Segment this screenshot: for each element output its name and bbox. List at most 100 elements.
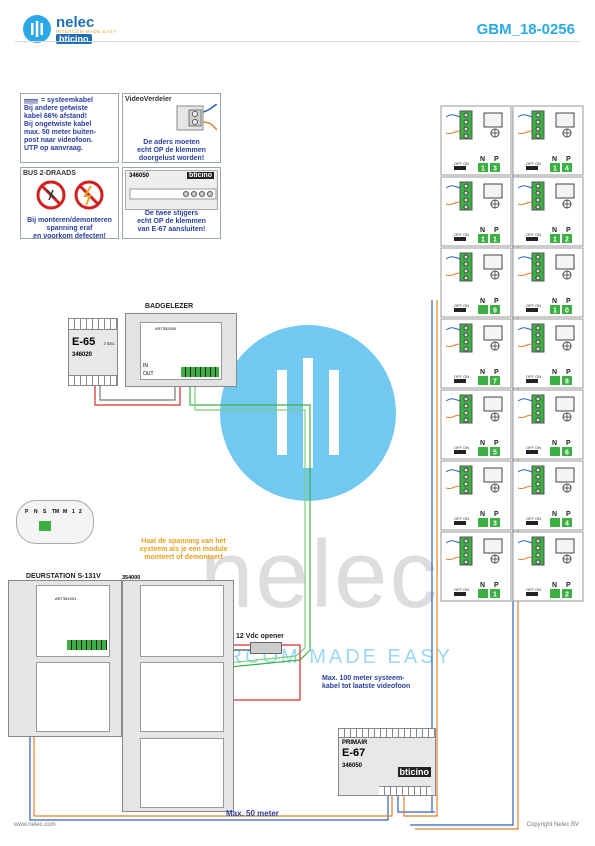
address-digit: 6 [565,450,569,457]
terminal-label: 2 [79,509,82,515]
monitor-screen-icon [555,325,575,341]
videophone-col-p: P [494,511,499,518]
videophone-col-p: P [566,511,571,518]
videophone-screw-icon [463,467,469,473]
riser-terminals-icon [129,188,217,200]
badge-reader-part: ART352000 [155,326,177,331]
videophone-col-n: N [552,369,557,376]
videophone-wire [445,398,461,402]
monitor-screen-icon [555,467,575,483]
address-digit-box [478,305,488,314]
videophone-screw-icon [535,559,541,565]
door-station-module: ART351001 [36,585,110,657]
videophone-screw-icon [463,275,469,281]
videophone-switch-label: OFF ON [526,374,541,379]
videophone-switch-label: OFF ON [454,232,469,237]
videophone-screw-icon [535,204,541,210]
videophone-screw-icon [463,332,469,338]
note-cable-line: UTP op aanvraag. [24,145,84,152]
videophone-screw-icon [463,190,469,196]
videophone-screw-icon [463,538,469,544]
monitor-screen-icon [483,538,503,554]
address-digit: 1 [553,166,557,173]
power-warning-line: Haal de spanning van het [141,538,226,545]
videophone-screw-icon [463,481,469,487]
note-bus: BUS 2-DRAADS Bij monteren/demonteren spa… [20,167,119,240]
note-distributor-line: De aders moeten [143,139,200,146]
videophone-col-n: N [552,298,557,305]
note-risers-line: van E-67 aansluiten! [137,226,206,233]
videophone-terminal-block [459,536,473,566]
brand-name: nelec [56,14,95,31]
monitor-screen-icon [555,538,575,554]
videophone-screw-icon [535,268,541,274]
videophone-switch-icon [526,450,538,454]
videophone-screw-icon [535,403,541,409]
videophone-screw-icon [463,325,469,331]
videophone-col-n: N [480,369,485,376]
note-cable-title: = systeemkabel [41,97,93,104]
videophone-switch-icon [526,237,538,241]
videophone-wire [445,343,461,348]
videophone-wire [517,201,533,206]
videophone-screw-icon [535,339,541,345]
videophone-wire [445,201,461,206]
address-digit-box [478,447,488,456]
videophone-col-n: N [480,511,485,518]
videophone-switch-icon [454,237,466,241]
videophone-wire [517,469,533,473]
address-digit: 1 [481,166,485,173]
psu-part: 346050 [342,763,363,769]
videophone-screw-icon [463,112,469,118]
brand-tagline: INTERCOM MADE EASY [56,29,117,34]
videophone-screw-icon [535,474,541,480]
document-id: GBM_18-0256 [476,21,575,38]
monitor-screen-icon [555,112,575,128]
videophone-screw-icon [535,481,541,487]
videophone-col-n: N [480,156,485,163]
terminal-label: P [25,509,29,515]
relay-bottom-terminals [69,375,117,385]
address-digit: 1 [493,592,497,599]
videophone-switch-icon [526,521,538,525]
psu-top-terminals [339,729,435,738]
videophone-screw-icon [535,119,541,125]
videophone-screw-icon [535,417,541,423]
videophone-col-n: N [552,227,557,234]
door-station-title: DEURSTATION S-131V [26,573,101,580]
door-station-module [36,662,110,732]
videophone-wire [517,114,533,118]
videophone-terminal-block [531,465,545,495]
videophone-wire [517,485,533,490]
address-digit-box [478,234,488,243]
videophone-switch-label: OFF ON [454,445,469,450]
videophone-screw-icon [463,268,469,274]
monitor-screen-icon [483,325,503,341]
door-module-part: ART351001 [55,596,77,601]
videophone-col-n: N [480,440,485,447]
videophone-screw-icon [535,488,541,494]
videophone-screw-icon [535,183,541,189]
address-digit: 1 [493,237,497,244]
note-cable-line: max. 50 meter buiten- [24,129,96,136]
badge-reader-terminal-block [181,367,219,377]
videophone-col-n: N [480,298,485,305]
address-digit-box [490,163,500,172]
note-bus-line: Bij monteren/demonteren [27,217,112,224]
address-digit: 1 [481,237,485,244]
videophone-wire [517,343,533,348]
relay-sub: 2 SEC [103,341,115,346]
videophone-wire [517,414,533,419]
videophone-wire [445,469,461,473]
riser-brand: bticino [187,172,214,179]
videophone-wire [445,256,461,260]
monitor-screen-icon [483,112,503,128]
videophone-col-n: N [552,440,557,447]
videophone-switch-label: OFF ON [526,587,541,592]
videophone-wire [445,130,461,135]
terminal-strip: P N S TM M 1 2 [25,509,93,515]
door-opener [250,642,282,654]
terminal-dip-switch [39,521,51,531]
door-station-part-top: 354000 [122,575,141,581]
footer-copyright: Copyright Nelec BV [526,822,579,828]
